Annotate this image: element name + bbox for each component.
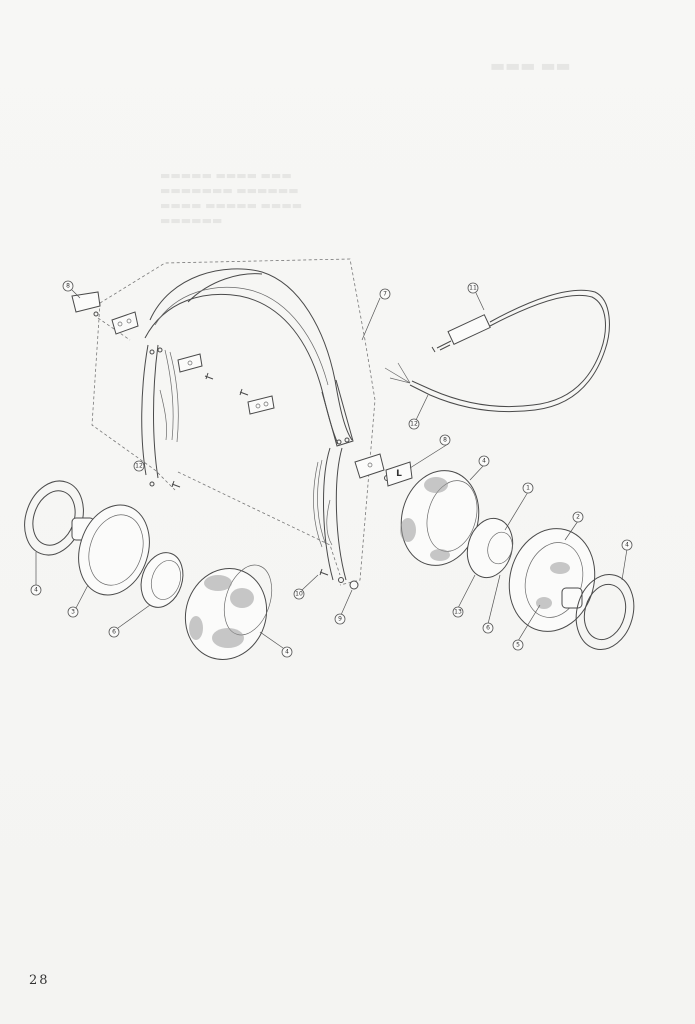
leader-lines (35, 289, 628, 649)
svg-text:2: 2 (576, 514, 580, 521)
svg-text:9: 9 (338, 616, 342, 623)
assembly-outline (91, 258, 376, 586)
svg-text:3: 3 (71, 609, 75, 616)
callout-8: 8 (62, 280, 74, 292)
side-label-L: L (396, 469, 402, 479)
callout-6: 6 (482, 622, 494, 634)
svg-text:1: 1 (526, 485, 530, 492)
svg-text:10: 10 (295, 591, 303, 598)
callout-5: 5 (512, 639, 524, 651)
callout-12: 12 (408, 418, 420, 430)
callout-4: 4 (281, 646, 293, 658)
svg-text:4: 4 (34, 587, 38, 594)
callout-6: 6 (108, 626, 120, 638)
svg-text:6: 6 (486, 625, 490, 632)
svg-text:12: 12 (410, 421, 418, 428)
callout-10: 10 (293, 588, 305, 600)
callout-4: 4 (30, 584, 42, 596)
show-through-text: ▬▬▬ ▬▬ (490, 56, 571, 75)
svg-text:8: 8 (443, 437, 447, 444)
svg-text:7: 7 (383, 291, 387, 298)
callout-9: 9 (334, 613, 346, 625)
page-number: 28 (29, 973, 50, 988)
callout-2: 2 (572, 511, 584, 523)
svg-text:13: 13 (454, 609, 462, 616)
callout-13: 13 (452, 606, 464, 618)
callout-3: 3 (67, 606, 79, 618)
svg-text:4: 4 (285, 649, 289, 656)
show-through-text: ▬▬▬▬▬ ▬▬▬▬ ▬▬▬▬▬▬▬▬▬▬ ▬▬▬▬▬▬▬▬▬▬ ▬▬▬▬▬ ▬… (160, 169, 303, 227)
right-earcup (400, 470, 635, 650)
callout-8: 8 (439, 434, 451, 446)
callout-7: 7 (379, 288, 391, 300)
callout-11: 11 (467, 282, 479, 294)
svg-text:11: 11 (469, 285, 477, 292)
callout-4: 4 (478, 455, 490, 467)
callout-12: 12 (133, 460, 145, 472)
left-earcup (24, 480, 273, 660)
callout-4: 4 (621, 539, 633, 551)
svg-text:6: 6 (112, 629, 116, 636)
svg-text:4: 4 (482, 458, 486, 465)
callout-1: 1 (522, 482, 534, 494)
cable-and-plug (384, 289, 610, 413)
svg-text:12: 12 (135, 463, 143, 470)
svg-text:5: 5 (516, 642, 520, 649)
headband (141, 268, 354, 583)
svg-text:8: 8 (66, 283, 70, 290)
callouts: 8 7 11 12 12 8 4 1 2 4 13 6 5 4 3 6 4 10… (30, 280, 633, 658)
svg-text:4: 4 (625, 542, 629, 549)
